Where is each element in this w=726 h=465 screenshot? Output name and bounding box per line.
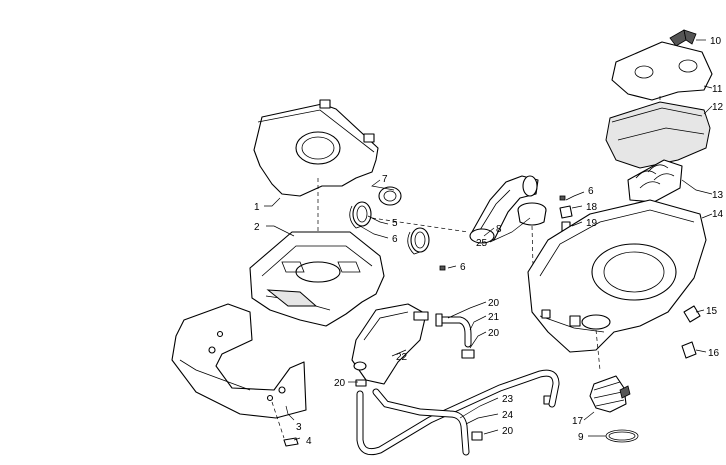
callout-20b: 20 — [488, 328, 500, 339]
callout-24: 24 — [502, 410, 514, 421]
leader-lines — [264, 39, 713, 441]
callout-12: 12 — [712, 102, 724, 113]
part-10-wing-nut — [669, 29, 697, 47]
callout-25: 25 — [476, 238, 488, 249]
callout-6c: 6 — [588, 186, 594, 197]
callout-8: 8 — [496, 224, 502, 235]
part-9-clamp — [605, 429, 639, 443]
part-1-top-plate — [253, 99, 379, 268]
part-2-airbox-base — [249, 231, 385, 327]
callout-10: 10 — [710, 36, 722, 47]
callout-3: 3 — [296, 422, 302, 433]
callout-20d: 20 — [502, 426, 514, 437]
part-6-clamps — [349, 195, 566, 271]
part-24-hose — [372, 388, 470, 456]
part-25-grommet — [517, 202, 547, 307]
callout-20a: 20 — [488, 298, 500, 309]
callout-6a: 6 — [392, 234, 398, 245]
part-17-boot — [589, 375, 631, 413]
part-22-resonator — [351, 303, 429, 385]
callout-23: 23 — [502, 394, 514, 405]
callout-1: 1 — [254, 202, 260, 213]
callout-5: 5 — [392, 218, 398, 229]
part-21-elbow — [435, 313, 475, 359]
callout-labels: 1 2 3 4 5 6 6 6 7 8 25 18 19 10 11 12 13… — [254, 36, 724, 447]
part-7-coupler — [378, 186, 402, 206]
callout-16: 16 — [708, 348, 720, 359]
callout-2: 2 — [254, 222, 260, 233]
callout-11: 11 — [712, 84, 723, 95]
callout-17: 17 — [572, 416, 584, 427]
callout-22: 22 — [396, 352, 408, 363]
part-11-filter-lid — [611, 41, 713, 110]
part-23-hose — [356, 369, 560, 456]
callout-20c: 20 — [334, 378, 346, 389]
part-14-airbox-housing — [527, 199, 707, 371]
callout-9: 9 — [578, 432, 584, 443]
callout-13: 13 — [712, 190, 724, 201]
callout-6b: 6 — [460, 262, 466, 273]
callout-4: 4 — [306, 436, 312, 447]
callout-19: 19 — [586, 218, 598, 229]
callout-14: 14 — [712, 209, 724, 220]
part-13-filter-cage — [627, 159, 683, 203]
part-3-bracket — [171, 303, 307, 439]
part-15-16-fasteners — [681, 305, 701, 359]
callout-7: 7 — [382, 174, 388, 185]
callout-18: 18 — [586, 202, 598, 213]
part-5-couplers — [352, 201, 430, 253]
callout-15: 15 — [706, 306, 718, 317]
callout-21: 21 — [488, 312, 500, 323]
part-12-filter-element — [605, 101, 711, 169]
